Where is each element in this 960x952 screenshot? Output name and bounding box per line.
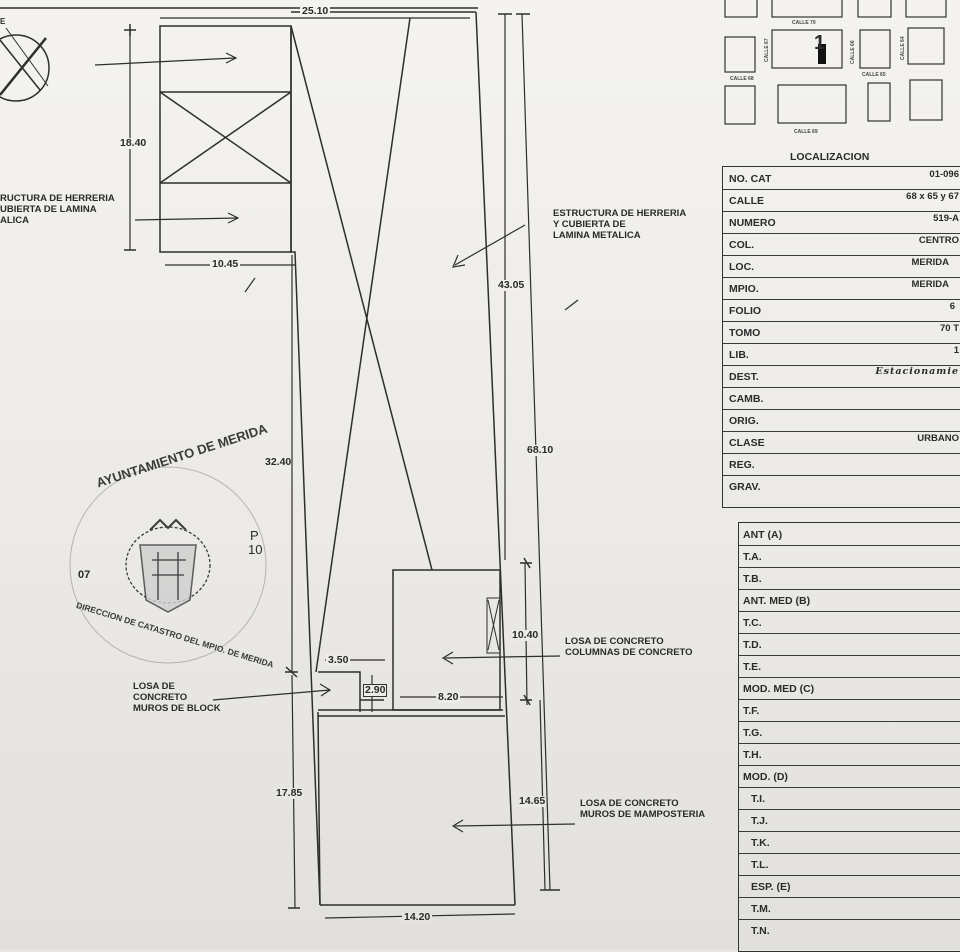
dim-left-depth: 18.40 [120, 137, 147, 149]
lot-marker-icon [818, 44, 826, 64]
street-label: CALLE 68 [730, 76, 754, 82]
stamp-left-code: 07 [78, 569, 91, 581]
destination-handwritten: Estacionamie [875, 366, 959, 377]
info-row: LOC.MERIDA [723, 255, 960, 278]
valuation-row: MOD. (D) [739, 765, 960, 788]
dim-block-depth: 2.90 [363, 684, 388, 697]
valuation-row: T.L. [739, 853, 960, 876]
losa-block-room [318, 671, 361, 712]
valuation-row: ESP. (E) [739, 875, 960, 898]
valuation-row: MOD. MED (C) [739, 677, 960, 700]
stamp-right-code-2: 10 [248, 542, 263, 557]
north-arrow-icon [0, 27, 50, 102]
valuation-table: ANT (A) T.A. T.B. ANT. MED (B) T.C. T.D.… [738, 522, 960, 952]
valuation-row: T.B. [739, 567, 960, 590]
dim-left-width: 10.45 [210, 258, 241, 270]
info-row: ORIG. [723, 409, 960, 432]
street-label: CALLE 64 [900, 36, 906, 60]
lot-number: 1 [814, 32, 826, 54]
valuation-row: T.C. [739, 611, 960, 634]
street-label: CALLE 66 [850, 40, 856, 64]
dim-bottom-width: 14.20 [402, 911, 433, 923]
lot-right-edge [475, 11, 516, 906]
valuation-row: T.A. [739, 545, 960, 568]
note-losa-mamposteria: LOSA DE CONCRETO MUROS DE MAMPOSTERIA [580, 798, 706, 820]
note-losa-block: LOSA DE CONCRETO MUROS DE BLOCK [133, 681, 221, 714]
valuation-row: T.D. [739, 633, 960, 656]
center-structure-cross [290, 25, 433, 571]
dim-bottom-left: 17.85 [276, 787, 303, 799]
dim-block-width: 3.50 [326, 654, 351, 666]
info-row: GRAV. [729, 481, 761, 493]
valuation-row: T.E. [739, 655, 960, 678]
note-losa-columnas: LOSA DE CONCRETO COLUMNAS DE CONCRETO [565, 636, 693, 658]
municipal-stamp [69, 466, 267, 664]
stamp-right-code-1: P [250, 528, 259, 543]
valuation-row: T.H. [739, 743, 960, 766]
info-row: COL.CENTRO [723, 233, 960, 256]
valuation-row: ANT. MED (B) [739, 589, 960, 612]
valuation-row: T.F. [739, 699, 960, 722]
dim-room-width: 8.20 [436, 691, 461, 703]
dim-room-depth: 10.40 [512, 629, 539, 641]
dim-center-depth: 43.05 [498, 279, 525, 291]
valuation-row: T.M. [739, 897, 960, 920]
street-label: CALLE 69 [794, 129, 818, 135]
location-title: LOCALIZACION [790, 151, 870, 163]
street-label: CALLE 67 [764, 38, 770, 62]
dim-total-length: 68.10 [527, 444, 554, 456]
location-map: CALLE 70 CALLE 68 CALLE 69 CALLE 65 CALL… [720, 0, 960, 165]
valuation-row: T.K. [739, 831, 960, 854]
lot-left-edge [290, 26, 321, 906]
dim-bottom-right: 14.65 [519, 795, 546, 807]
valuation-row: T.J. [739, 809, 960, 832]
valuation-row: T.N. [751, 925, 770, 937]
street-label: CALLE 65 [862, 72, 886, 78]
valuation-row: ANT (A) [739, 523, 960, 546]
info-row: LIB.1 [723, 343, 960, 366]
info-row: CAMB. [723, 387, 960, 410]
street-label: CALLE 70 [792, 20, 816, 26]
valuation-row: T.G. [739, 721, 960, 744]
losa-columnas-room [392, 569, 501, 711]
dim-left-length: 32.40 [265, 456, 292, 468]
info-row: DEST.Estacionamie [723, 365, 960, 388]
info-row: MPIO.MERIDA [723, 277, 960, 300]
valuation-row: T.I. [739, 787, 960, 810]
note-left-structure: RUCTURA DE HERRERIA UBIERTA DE LAMINA AL… [0, 193, 115, 226]
dim-top-width: 25.10 [300, 5, 331, 17]
info-row: REG. [723, 453, 960, 476]
note-center-structure: ESTRUCTURA DE HERRERIA Y CUBIERTA DE LAM… [553, 208, 687, 241]
north-label: E [0, 17, 6, 26]
